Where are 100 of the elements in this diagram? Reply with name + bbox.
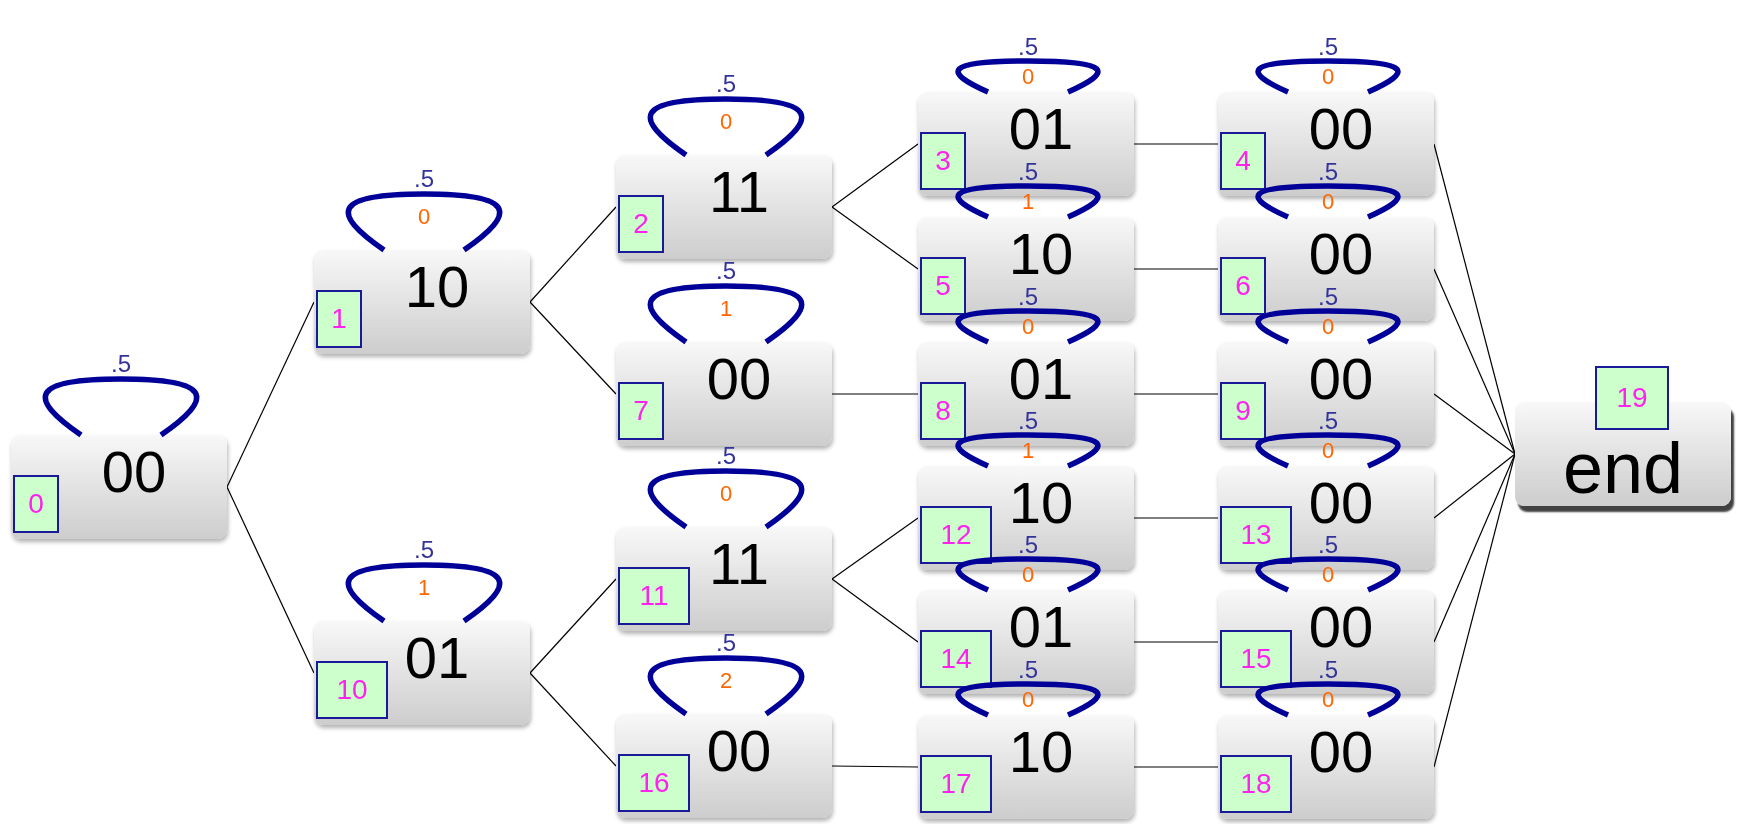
index-tag: 14: [920, 630, 992, 688]
self-loop: [1255, 681, 1401, 718]
edge-label: .5: [1017, 659, 1039, 681]
state-box: [11, 435, 227, 539]
connector: [1133, 517, 1219, 519]
edge-label: .5: [413, 539, 435, 561]
state-label: 00: [705, 722, 773, 780]
index-tag: 7: [618, 382, 664, 440]
edge-label: .5: [110, 353, 132, 375]
index-tag: 10: [316, 661, 388, 719]
connector: [529, 672, 617, 767]
connector: [1133, 393, 1219, 395]
output-label: 1: [416, 577, 432, 599]
index-tag: 16: [618, 754, 690, 812]
state-label: 00: [1307, 723, 1375, 781]
output-label: 1: [1020, 191, 1036, 213]
edge-label: .5: [1317, 161, 1339, 183]
output-label: 0: [1020, 564, 1036, 586]
self-loop: [1255, 432, 1401, 469]
connector: [831, 517, 919, 580]
output-label: 0: [1320, 316, 1336, 338]
self-loop: [1255, 183, 1401, 220]
self-loop: [345, 191, 503, 253]
edge-label: .5: [715, 73, 737, 95]
self-loop: [42, 376, 200, 438]
self-loop: [955, 681, 1101, 718]
connector: [831, 393, 919, 395]
edge-label: .5: [1317, 286, 1339, 308]
index-tag: 6: [1220, 257, 1266, 315]
self-loop: [1255, 58, 1401, 95]
index-tag: 11: [618, 567, 690, 625]
output-label: 0: [1020, 316, 1036, 338]
self-loop: [1255, 556, 1401, 593]
connector: [1433, 453, 1516, 768]
edge-label: .5: [1017, 36, 1039, 58]
output-label: 2: [718, 670, 734, 692]
state-label: 00: [1307, 598, 1375, 656]
self-loop: [955, 58, 1101, 95]
state-label: 00: [1307, 100, 1375, 158]
output-label: 0: [416, 206, 432, 228]
state-label: 00: [1307, 474, 1375, 532]
index-tag: 5: [920, 257, 966, 315]
self-loop: [1255, 308, 1401, 345]
edge-label: .5: [1317, 36, 1339, 58]
output-label: 0: [1320, 440, 1336, 462]
edge-label: .5: [413, 168, 435, 190]
index-tag: 12: [920, 506, 992, 564]
connector: [831, 206, 919, 270]
connector: [1433, 393, 1516, 455]
output-label: 1: [718, 298, 734, 320]
output-label: 0: [1020, 689, 1036, 711]
edge-label: .5: [715, 445, 737, 467]
index-tag: 13: [1220, 506, 1292, 564]
edge-label: .5: [1317, 659, 1339, 681]
connector: [1133, 641, 1219, 643]
connector: [529, 206, 617, 303]
output-label: 1: [1020, 440, 1036, 462]
connector: [1133, 143, 1219, 145]
index-tag: 2: [618, 195, 664, 253]
state-label: 00: [100, 443, 168, 501]
index-tag: 9: [1220, 382, 1266, 440]
output-label: 0: [1320, 564, 1336, 586]
state-label: 00: [1307, 350, 1375, 408]
connector: [831, 578, 919, 643]
self-loop: [955, 556, 1101, 593]
connector: [226, 486, 315, 674]
self-loop: [647, 283, 805, 345]
state-label: 01: [1007, 350, 1075, 408]
connector: [226, 301, 315, 488]
index-tag: 19: [1595, 366, 1669, 430]
connector: [1133, 766, 1219, 768]
self-loop: [955, 432, 1101, 469]
index-tag: 17: [920, 755, 992, 813]
connector: [529, 301, 617, 395]
index-tag: 15: [1220, 630, 1292, 688]
state-label: 01: [1007, 598, 1075, 656]
output-label: 0: [1320, 66, 1336, 88]
edge-label: .5: [1017, 286, 1039, 308]
connector: [1133, 268, 1219, 270]
output-label: 0: [718, 483, 734, 505]
edge-label: .5: [715, 260, 737, 282]
self-loop: [647, 655, 805, 717]
state-label: 11: [707, 535, 771, 593]
connector: [1433, 453, 1516, 519]
state-label: 00: [1307, 225, 1375, 283]
state-label: end: [1561, 432, 1685, 504]
connector: [831, 765, 919, 768]
index-tag: 0: [13, 475, 59, 533]
connector: [1433, 268, 1516, 455]
state-label: 10: [1007, 474, 1075, 532]
edge-label: .5: [1317, 410, 1339, 432]
edge-label: .5: [1017, 161, 1039, 183]
index-tag: 1: [316, 290, 362, 348]
connector: [831, 143, 919, 208]
state-label: 10: [1007, 225, 1075, 283]
output-label: 0: [1320, 689, 1336, 711]
output-label: 0: [1320, 191, 1336, 213]
state-label: 10: [403, 258, 471, 316]
connector: [1433, 453, 1516, 643]
state-label: 01: [403, 629, 471, 687]
